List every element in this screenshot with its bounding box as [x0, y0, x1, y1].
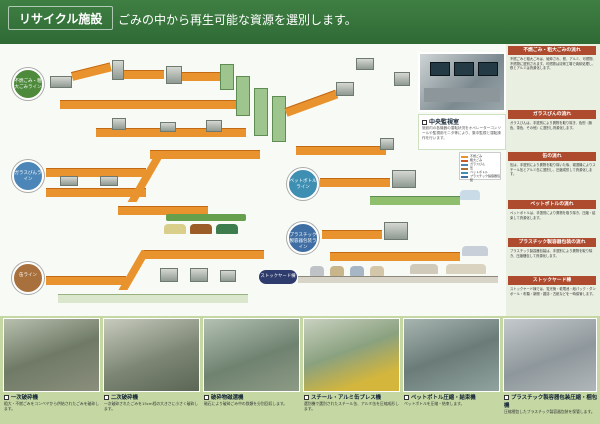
- primary-crusher: [112, 60, 124, 80]
- sorting-tower: [236, 76, 250, 116]
- conveyor: [144, 250, 264, 259]
- caption-plastic-baler: プラスチック製容器包装圧縮・梱包機 圧縮梱包したプラスチック製容器包装を保管しま…: [504, 395, 598, 414]
- floor-line: [58, 294, 248, 303]
- stock-pile: [350, 266, 364, 276]
- side-title: 缶の流れ: [508, 152, 596, 161]
- plastic-baler: [384, 222, 408, 240]
- machine-unit: [206, 120, 222, 132]
- header-band: [0, 0, 600, 44]
- stockyard-floor: [298, 276, 498, 283]
- side-text: 不燃ごみと粗大ごみは、破砕され、鉄、アルミ、可燃物、不燃物に選別されます。可燃物…: [510, 57, 596, 71]
- line-badge-can: 缶ライン: [12, 262, 44, 294]
- conveyor: [124, 70, 164, 79]
- line-badge-glass: ガラスびんライン: [12, 160, 44, 192]
- conveyor: [46, 188, 146, 197]
- sorting-tower: [272, 96, 286, 142]
- control-room-photo: [418, 52, 506, 112]
- cullet-bunker: [166, 214, 246, 221]
- dust-collector: [356, 58, 374, 70]
- can-press: [190, 268, 208, 282]
- side-panel: [506, 44, 600, 316]
- legend-item: 缶: [470, 166, 474, 170]
- cullet-other: [216, 224, 238, 234]
- secondary-crusher: [166, 66, 182, 84]
- legend-item: ガラスびん: [470, 162, 485, 166]
- pet-bale: [460, 190, 480, 200]
- cullet-colorless: [164, 224, 186, 234]
- legend-item: 粗大ごみ: [470, 158, 483, 162]
- machine-unit: [60, 176, 78, 186]
- plastic-bale: [462, 246, 488, 256]
- legend-item: 不燃ごみ: [470, 154, 483, 158]
- side-text: ストックヤード棟では、蛍光管・乾電池・紙パック・ダンボール・布類・新聞・雑誌・古…: [510, 287, 596, 296]
- photo-magnetic-separator: [203, 318, 300, 392]
- side-title: ストックヤード棟: [508, 276, 596, 285]
- side-title: ガラスびんの流れ: [508, 110, 596, 119]
- control-room-caption: 中央監視室 施設内の各機器の運転状況をオペレーターコンソールや監視用モニタ等によ…: [418, 114, 506, 150]
- legend-item: プラスチック製容器包装: [470, 174, 500, 182]
- machine-unit: [380, 138, 394, 150]
- side-title: プラスチック製容器包装の流れ: [508, 238, 596, 247]
- photo-band: [0, 316, 600, 424]
- can-separator: [160, 268, 178, 282]
- photo-plastic-baler: [503, 318, 597, 392]
- stock-pile: [330, 266, 344, 276]
- photo-can-press: [303, 318, 400, 392]
- conveyor: [182, 72, 220, 81]
- caption-primary-crusher: 一次破砕機 粗大・不燃ごみをコンベヤから供給されたごみを破砕します。: [4, 395, 99, 411]
- receiving-hopper: [50, 76, 72, 88]
- conveyor: [118, 206, 208, 215]
- conveyor: [150, 150, 260, 159]
- deodorizer: [394, 72, 410, 86]
- conveyor: [296, 146, 386, 155]
- cullet-brown: [190, 224, 212, 234]
- conveyor: [46, 168, 146, 177]
- side-title: 不燃ごみ・粗大ごみの流れ: [508, 46, 596, 55]
- page-title: ごみの中から再生可能な資源を選別します。: [118, 13, 357, 27]
- stock-pile: [410, 264, 438, 274]
- section-tab: リサイクル施設: [8, 6, 114, 30]
- photo-secondary-crusher: [103, 318, 200, 392]
- machine-unit: [112, 118, 126, 130]
- side-text: プラスチック製容器包装は、手選別により異物を取り除き、圧縮梱包して資源化します。: [510, 249, 593, 258]
- stock-pile: [370, 266, 384, 276]
- magnetic-separator: [220, 64, 234, 90]
- line-badge-plastic: プラスチック製容器包装ライン: [287, 222, 319, 254]
- conveyor: [322, 230, 382, 239]
- side-title: ペットボトルの流れ: [508, 200, 596, 209]
- stockyard-label: ストックヤード棟: [259, 270, 297, 284]
- line-badge-pet: ペットボトルライン: [287, 168, 319, 200]
- caption-secondary-crusher: 二次破砕機 一次破砕されたごみを15cm程の大きさに小さく破砕します。: [104, 395, 199, 411]
- line-badge-burnable: 不燃ごみ・粗大ごみライン: [12, 68, 44, 100]
- side-text: ペットボトルは、手選別により異物を取り除き、圧縮・結束して資源化します。: [510, 211, 596, 220]
- stock-pile: [446, 264, 486, 274]
- photo-primary-crusher: [3, 318, 100, 392]
- machine-unit: [100, 176, 118, 186]
- caption-pet-compactor: ペットボトル圧縮・結束機 ペットボトルを圧縮・結束します。: [404, 395, 476, 406]
- conveyor: [320, 178, 390, 187]
- conveyor: [330, 252, 460, 261]
- legend-item: ペットボトル: [470, 170, 489, 174]
- machine-unit: [220, 270, 236, 282]
- storage-bin: [336, 82, 354, 96]
- conveyor: [60, 100, 236, 109]
- machine-unit: [160, 122, 176, 132]
- conveyor: [370, 196, 460, 205]
- legend: 不燃ごみ 粗大ごみ ガラスびん 缶 ペットボトル プラスチック製容器包装: [459, 152, 501, 182]
- side-text: ガラスびんは、手選別により異物を取り除き、色別（無色、茶色、その他）に選別し資源…: [510, 121, 593, 130]
- pet-compactor: [392, 170, 416, 188]
- photo-pet-compactor: [403, 318, 500, 392]
- caption-can-press: スチール・アルミ缶プレス機 選別機で選別されたスチール缶、アルミ缶を圧縮成形しま…: [304, 395, 399, 411]
- sorting-tower: [254, 88, 268, 136]
- caption-magnetic-separator: 破砕物磁選機 磁石により破砕ごみ中の鉄類を分別回収します。: [204, 395, 288, 406]
- stock-pile: [310, 266, 324, 276]
- conveyor: [46, 276, 126, 285]
- side-text: 缶は、手選別により異物を取り除いた後、磁選機によりスチール缶とアルミ缶に選別し、…: [510, 163, 596, 177]
